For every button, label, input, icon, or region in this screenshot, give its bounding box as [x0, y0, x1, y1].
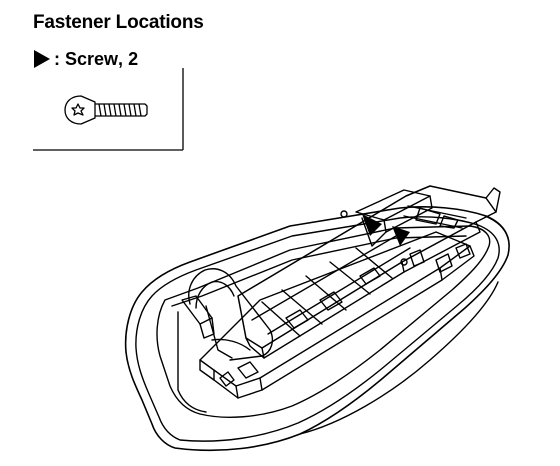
- screw-holes: [340, 210, 408, 266]
- legend-prefix: :: [54, 48, 65, 69]
- flat-head-torx-screw-icon: [64, 95, 148, 125]
- screw-callout-box: [33, 68, 184, 151]
- legend-separator: ,: [118, 48, 129, 69]
- screw-location-marker-1: [362, 214, 382, 236]
- filled-triangle-arrow-icon: [34, 50, 50, 68]
- legend-label-group: : Screw , 2: [54, 49, 138, 70]
- hinged-plate: [219, 185, 501, 387]
- legend-count: 2: [128, 48, 139, 69]
- legend-label: Screw: [65, 48, 119, 69]
- inner-rim: [156, 225, 491, 418]
- page-title: Fastener Locations: [33, 12, 204, 33]
- outer-housing: [124, 206, 510, 452]
- fastener-legend: : Screw , 2: [33, 48, 138, 70]
- screw-location-marker-2: [392, 226, 410, 246]
- left-curved-flap: [188, 268, 274, 361]
